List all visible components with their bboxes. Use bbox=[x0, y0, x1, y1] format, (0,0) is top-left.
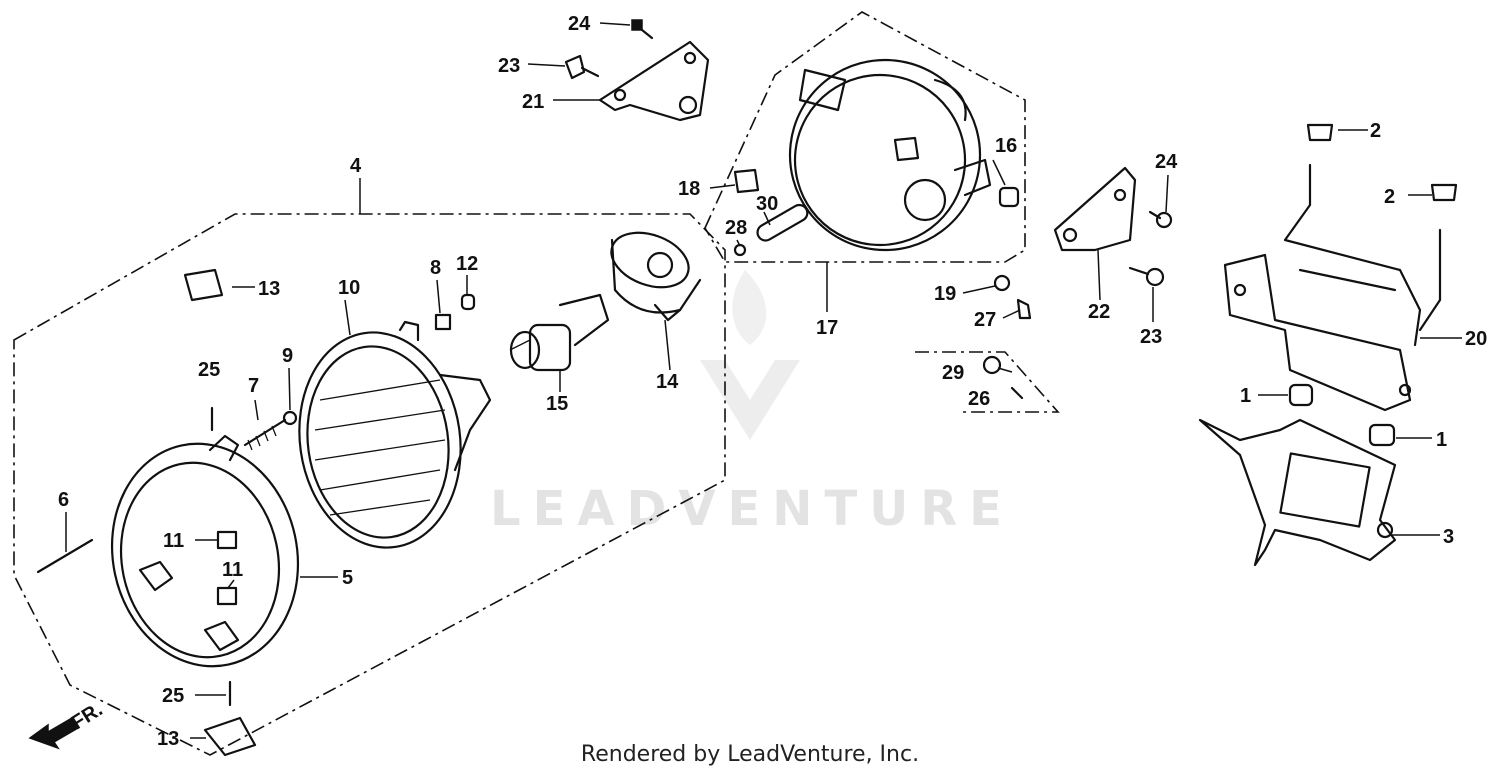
callout-21: 21 bbox=[522, 91, 544, 113]
callout-11-bottom: 11 bbox=[222, 559, 243, 581]
side-mount-bracket bbox=[1053, 166, 1137, 252]
bolt-26 bbox=[1010, 386, 1024, 400]
callout-15: 15 bbox=[546, 393, 568, 415]
headlight-bulb bbox=[509, 293, 610, 372]
callout-14: 14 bbox=[656, 371, 679, 393]
lower-bracket bbox=[1198, 418, 1397, 567]
bolt-group-boundary bbox=[915, 351, 1060, 413]
grommet-1-left bbox=[1288, 383, 1314, 407]
callout-18: 18 bbox=[678, 178, 700, 200]
bolt-27 bbox=[1016, 298, 1032, 320]
bolt-24-right bbox=[1155, 211, 1173, 229]
callout-17: 17 bbox=[816, 317, 838, 339]
nut-2-right bbox=[1430, 183, 1458, 202]
front-arrow-icon bbox=[28, 716, 80, 750]
footer-credit: Rendered by LeadVenture, Inc. bbox=[580, 742, 920, 767]
leadventure-watermark-logo bbox=[700, 270, 800, 440]
callout-23-right: 23 bbox=[1140, 326, 1162, 348]
callout-20: 20 bbox=[1465, 328, 1487, 350]
washer-9 bbox=[282, 410, 298, 426]
collar-16 bbox=[998, 186, 1020, 208]
callout-7: 7 bbox=[248, 375, 259, 397]
strap-30 bbox=[756, 203, 809, 242]
callout-9: 9 bbox=[282, 345, 293, 367]
nut-11-bottom bbox=[216, 586, 238, 606]
upper-mount-bracket bbox=[598, 40, 710, 122]
bolt-23-right bbox=[1145, 267, 1165, 287]
callout-28: 28 bbox=[725, 217, 747, 239]
headlight-case bbox=[788, 58, 992, 252]
callout-5: 5 bbox=[342, 567, 353, 589]
callout-4: 4 bbox=[350, 155, 362, 177]
screw-6 bbox=[36, 538, 94, 574]
callout-2-right: 2 bbox=[1384, 186, 1395, 208]
callout-labels: 24 23 21 4 18 16 24 2 2 30 28 19 27 22 2… bbox=[58, 13, 1487, 750]
callout-25-top: 25 bbox=[198, 359, 220, 381]
callout-24-top: 24 bbox=[568, 13, 591, 35]
callout-2-top: 2 bbox=[1370, 120, 1381, 142]
clip-18 bbox=[733, 168, 760, 194]
nut-8 bbox=[434, 313, 452, 331]
small-parts bbox=[36, 19, 1458, 757]
nut-29 bbox=[982, 355, 1002, 375]
headlight-group-boundary bbox=[13, 213, 726, 756]
callout-23-top: 23 bbox=[498, 55, 520, 77]
bolt-24-top bbox=[631, 19, 643, 31]
callout-30: 30 bbox=[756, 193, 778, 215]
callout-13-top: 13 bbox=[258, 278, 280, 300]
callout-11-top: 11 bbox=[163, 530, 184, 552]
sealed-beam-lens bbox=[298, 320, 492, 549]
grommet-1-right bbox=[1368, 423, 1396, 447]
callout-10: 10 bbox=[338, 277, 360, 299]
case-group-boundary bbox=[704, 11, 1026, 263]
callout-25-bottom: 25 bbox=[162, 685, 184, 707]
screw-28 bbox=[733, 243, 747, 257]
callout-12: 12 bbox=[456, 253, 478, 275]
nut-11-top bbox=[216, 530, 238, 550]
clip-13-bottom bbox=[203, 716, 257, 757]
leader-lines bbox=[65, 22, 1462, 739]
callout-22: 22 bbox=[1088, 301, 1110, 323]
bulb-socket-cover bbox=[610, 231, 702, 322]
clip-13-top bbox=[183, 268, 224, 302]
callout-3: 3 bbox=[1443, 526, 1454, 548]
callout-1-right: 1 bbox=[1436, 429, 1447, 451]
callout-24-right: 24 bbox=[1155, 151, 1178, 173]
callout-8: 8 bbox=[430, 257, 441, 279]
callout-13-bottom: 13 bbox=[157, 728, 179, 750]
callout-1-left: 1 bbox=[1240, 385, 1251, 407]
nut-2-top bbox=[1306, 123, 1334, 142]
callout-26: 26 bbox=[968, 388, 990, 410]
callout-19: 19 bbox=[934, 283, 956, 305]
headlight-stay bbox=[1223, 163, 1442, 412]
headlight-rim bbox=[110, 434, 300, 668]
front-direction-indicator: FR. bbox=[28, 699, 107, 750]
callout-27: 27 bbox=[974, 309, 996, 331]
callout-16: 16 bbox=[995, 135, 1017, 157]
callout-29: 29 bbox=[942, 362, 964, 384]
nut-19 bbox=[993, 274, 1011, 292]
callout-6: 6 bbox=[58, 489, 69, 511]
watermark-text: LEADVENTURE bbox=[490, 481, 1014, 537]
spring-12 bbox=[460, 293, 476, 311]
bolt-23-top bbox=[564, 54, 586, 80]
